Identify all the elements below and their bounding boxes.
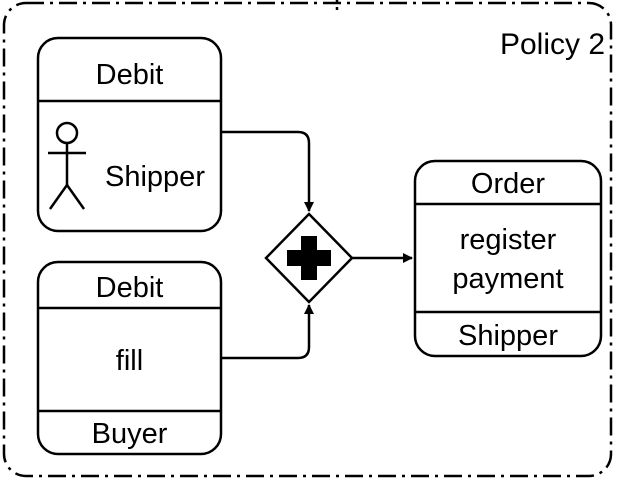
task-body-line-1: register (460, 224, 557, 256)
task-box (413, 159, 603, 358)
actor-icon (48, 121, 86, 210)
task-body: fill (116, 345, 143, 377)
task-body-line-2: payment (452, 263, 563, 295)
task-body: Shipper (105, 161, 205, 193)
flow-task2-to-gateway (221, 304, 314, 360)
policy-label: Policy 2 (500, 28, 605, 61)
policy-boundary (2, 1, 613, 478)
task-footer: Shipper (458, 320, 558, 352)
task-box (36, 36, 223, 233)
parallel-gateway (264, 212, 354, 304)
task-footer: Buyer (92, 418, 168, 450)
task-debit-shipper: Debit Shipper (36, 36, 223, 233)
task-header: Debit (96, 272, 164, 304)
task-order-register-payment: Order register payment Shipper (413, 159, 603, 358)
task-debit-fill: Debit fill Buyer (36, 260, 223, 456)
task-header: Debit (96, 59, 164, 91)
task-header: Order (471, 168, 545, 200)
flow-task1-to-gateway (221, 130, 314, 212)
